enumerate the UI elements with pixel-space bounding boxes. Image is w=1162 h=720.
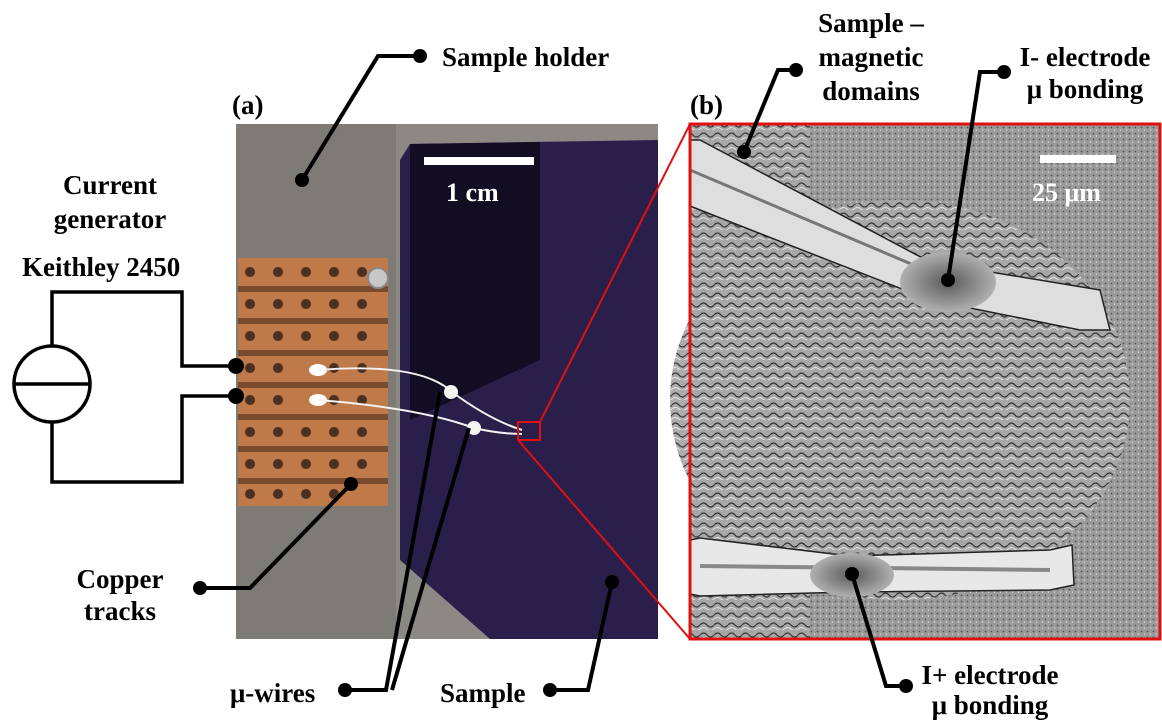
label-keithley-model: Keithley 2450: [22, 252, 181, 282]
label-domains-1: Sample –: [818, 8, 924, 38]
dot-sample-holder-anchor: [295, 173, 309, 187]
dot-copper-label: [193, 581, 207, 595]
label-i-plus-1: I+ electrode: [921, 660, 1059, 690]
dot-sample-label: [543, 683, 557, 697]
dot-i-plus-label: [899, 679, 913, 693]
dot-i-minus-anchor: [941, 273, 955, 287]
copper-board: [238, 258, 389, 506]
terminal-dot-top: [228, 358, 244, 374]
dot-sample-holder-label: [413, 49, 427, 63]
dot-i-minus-label: [997, 65, 1011, 79]
dot-sample-anchor: [605, 575, 619, 589]
label-i-plus-2: μ bonding: [931, 690, 1049, 720]
scale-label-b: 25 μm: [1032, 178, 1101, 207]
dot-domains-anchor: [737, 145, 751, 159]
panel-b-frame: [688, 122, 1162, 641]
label-mu-wires: μ-wires: [230, 678, 316, 708]
panel-a-tag: (a): [232, 90, 264, 120]
panel-a-photo: [236, 124, 658, 639]
leader-i-minus: [946, 70, 1004, 281]
label-sample: Sample: [440, 678, 526, 708]
dot-domains-label: [789, 63, 803, 77]
zoom-line-bottom: [517, 439, 691, 640]
leader-copper-tracks: [200, 482, 353, 590]
label-sample-holder: Sample holder: [442, 42, 610, 72]
wire-marker-2: [467, 421, 481, 435]
label-domains-2: magnetic: [818, 42, 924, 72]
panel-b-image: [670, 124, 1160, 639]
zoom-line-top: [539, 123, 691, 423]
micro-wire-2: [317, 399, 523, 435]
zoom-box: [517, 421, 541, 441]
scale-bar-a: [424, 157, 534, 165]
dot-i-plus-anchor: [845, 567, 859, 581]
panel-b-tag: (b): [690, 90, 723, 120]
scale-bar-b: [1040, 155, 1116, 163]
terminal-dot-bottom: [228, 388, 244, 404]
upper-wire: [689, 139, 1111, 331]
label-current-generator-2: generator: [53, 204, 167, 234]
label-copper-tracks-2: tracks: [84, 596, 156, 626]
label-copper-tracks-1: Copper: [76, 564, 164, 594]
wire-marker-1: [444, 385, 458, 399]
label-domains-3: domains: [822, 76, 920, 106]
leader-mu-wire-2: [390, 427, 471, 691]
dot-copper-anchor: [344, 477, 358, 491]
leader-mu-wire-1: [345, 391, 442, 692]
leader-sample: [550, 581, 614, 692]
current-generator-circuit: [12, 290, 236, 484]
label-i-minus-2: μ bonding: [1026, 74, 1144, 104]
scale-label-a: 1 cm: [446, 178, 499, 207]
dot-mu-wires-label: [338, 683, 352, 697]
leader-sample-holder: [300, 54, 420, 182]
label-current-generator-1: Current: [63, 170, 157, 200]
label-i-minus-1: I- electrode: [1019, 42, 1151, 72]
